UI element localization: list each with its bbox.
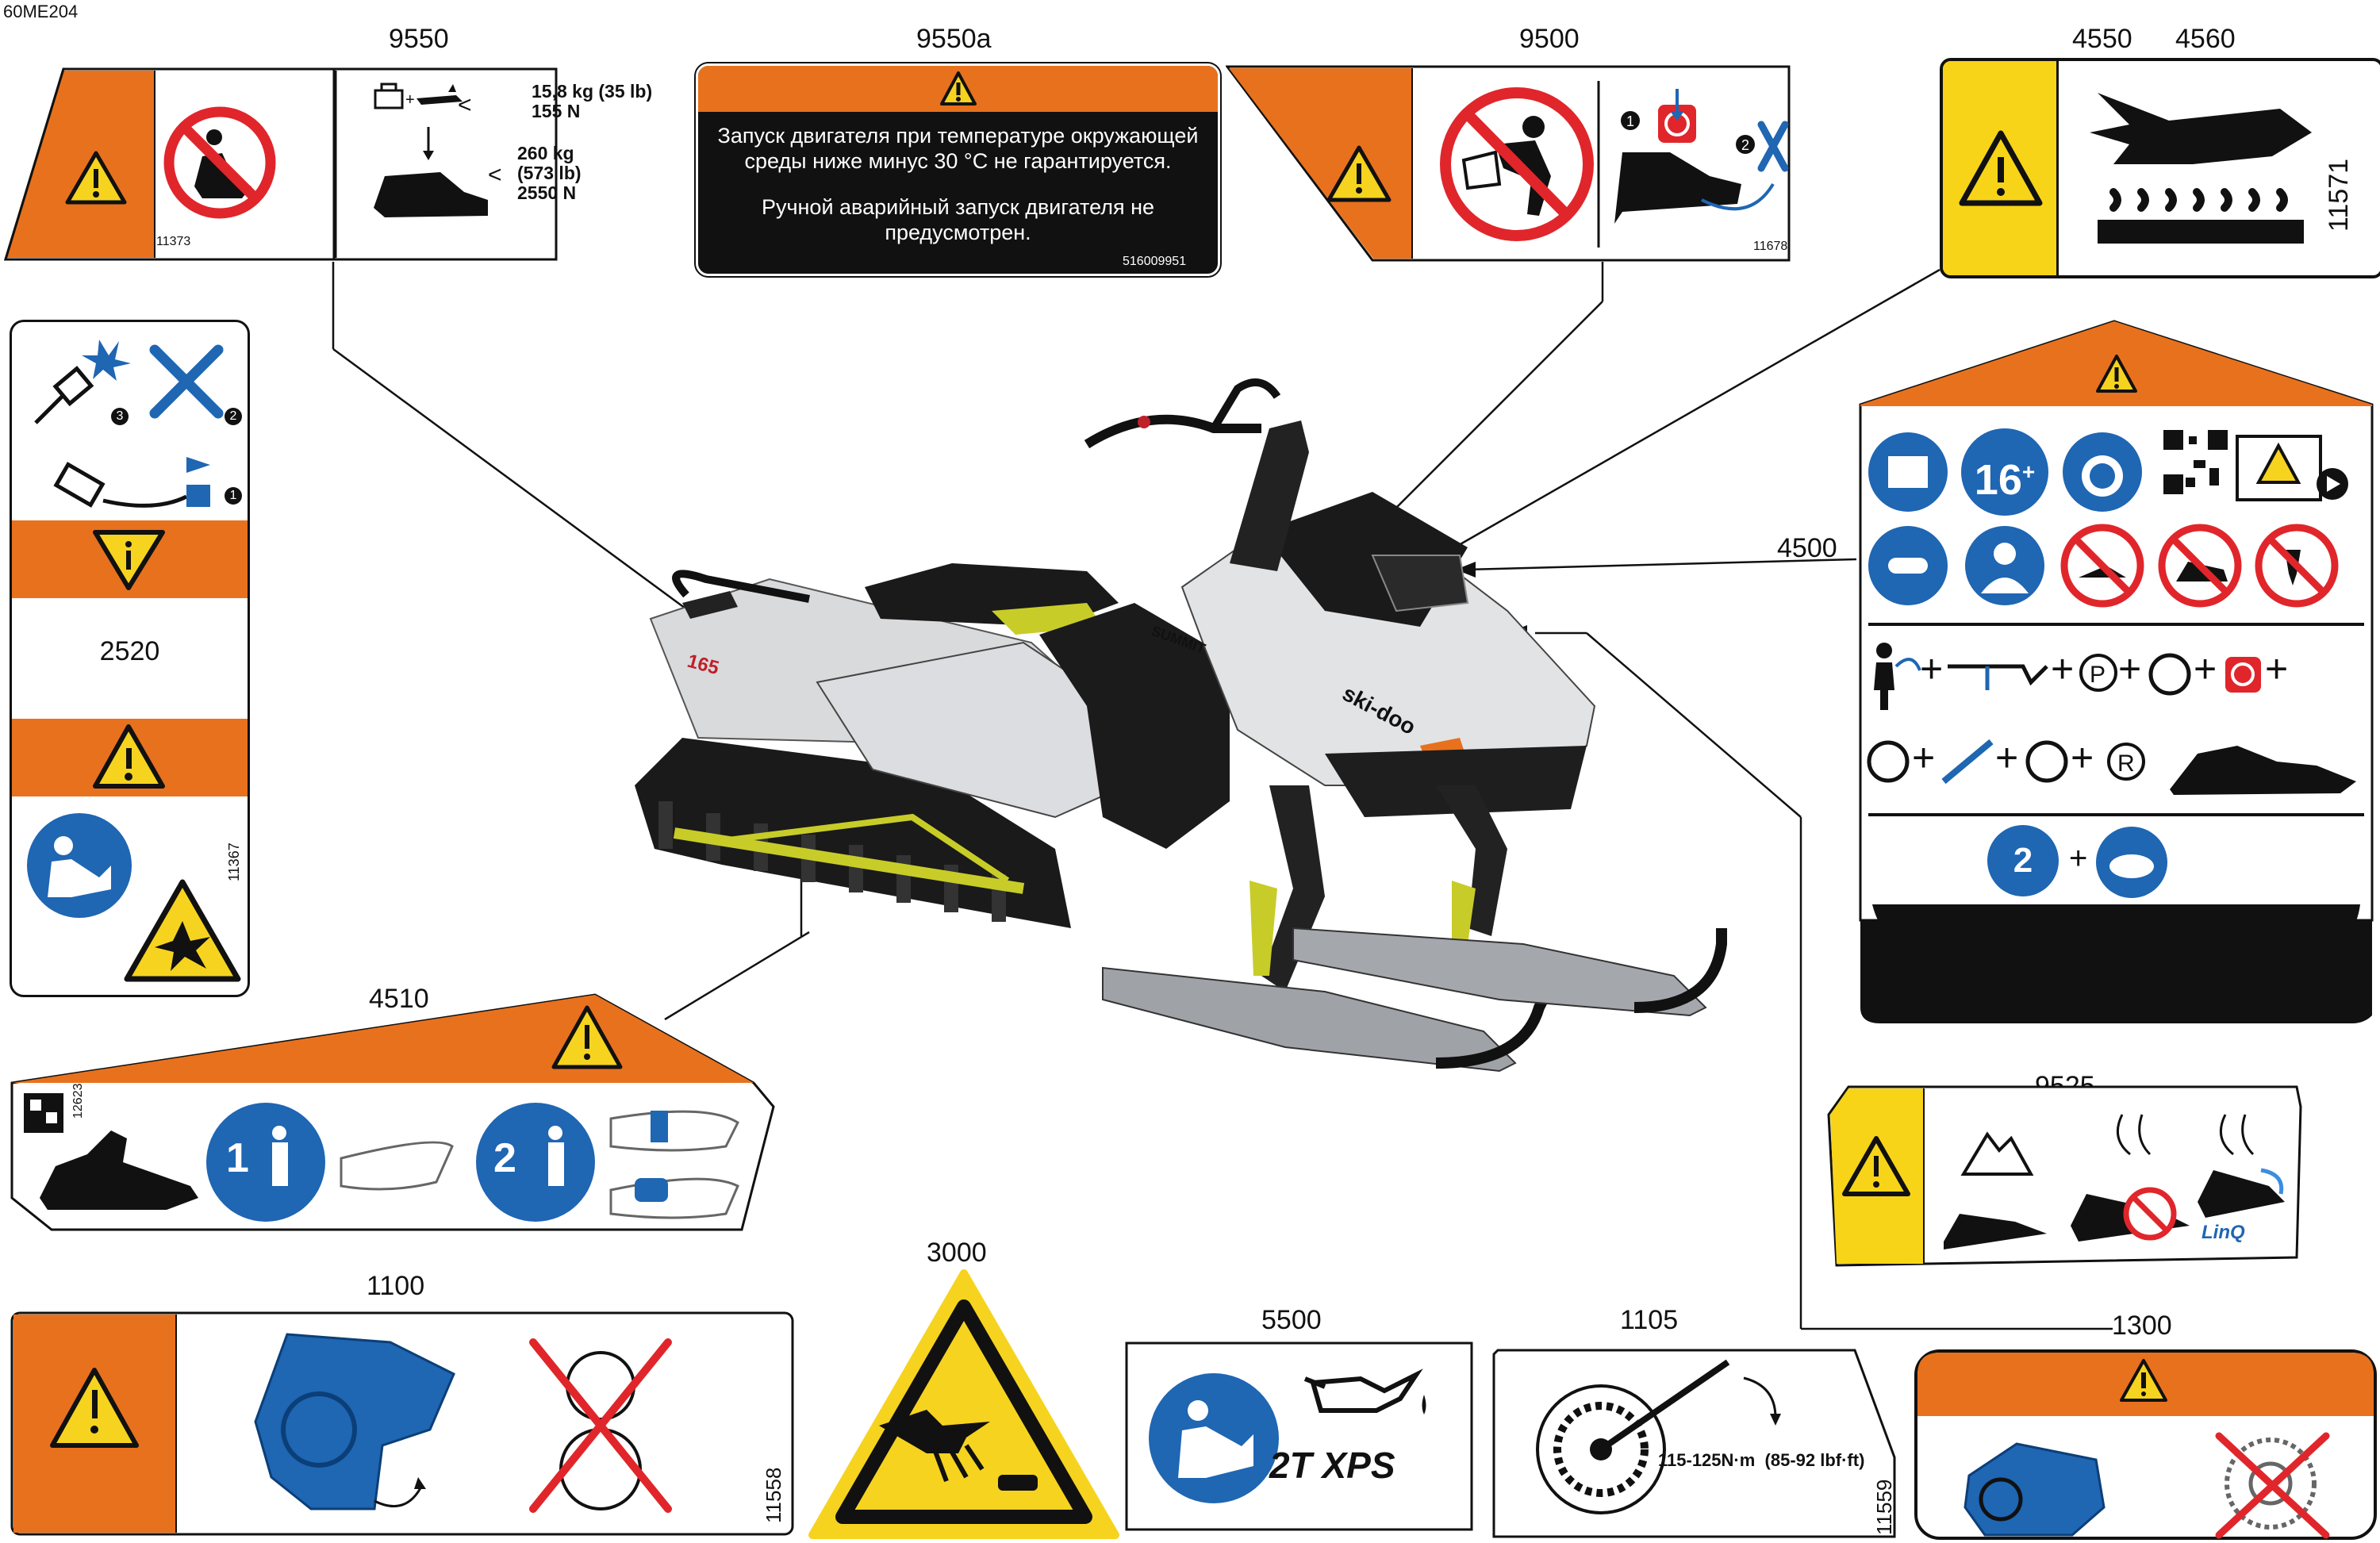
label-1100-id: 11558 [762,1467,785,1523]
qr-code-icon [2162,428,2229,496]
label-9550-load-icons: + < < [374,83,502,217]
start-sequence-row1: + + P + + + [1874,643,2288,710]
callout-4510: 4510 [369,984,429,1014]
age-16-badge: 16+ [1961,428,2048,516]
explosion-hazard-icon [124,879,241,982]
svg-text:P: P [2090,662,2106,688]
svg-text:+: + [2051,647,2074,691]
warning-info-triangle-icon [93,530,165,590]
svg-text:+: + [2118,647,2141,691]
label-1100 [10,1311,794,1536]
label-9550a-id: 516009951 [1123,255,1187,268]
ignition-cable-icon [53,457,210,508]
callout-9550: 9550 [389,24,449,54]
rider-body-icon [1965,526,2044,605]
svg-text:+: + [1995,735,2018,780]
no-passenger-icon [2158,524,2242,608]
label-9525-brand: LinQ [2202,1222,2245,1243]
warning-triangle-icon [93,724,165,789]
label-4510-rider1: 1 [226,1135,249,1181]
svg-text:1: 1 [1626,113,1634,129]
callout-1300: 1300 [2112,1311,2172,1341]
callout-9550a: 9550a [916,24,992,54]
read-manual-icon [1868,432,1948,512]
step-1-marker: 1 [225,487,242,505]
label-9550a-text1: Запуск двигателя при температуре окружаю… [717,124,1199,173]
svg-text:+: + [2194,647,2217,691]
svg-text:+: + [2265,647,2288,691]
warning-triangle-icon [2096,355,2137,393]
tools-icon [149,344,224,419]
page-code: 60ME204 [3,2,79,21]
warning-triangle-icon [1959,130,2043,206]
label-9550a: Запуск двигателя при температуре окружаю… [694,62,1222,278]
label-5500 [1125,1341,1473,1531]
svg-text:+: + [1920,647,1943,691]
label-4500-divider1 [1868,623,2364,626]
label-9550-load2: 260 kg [517,143,574,163]
label-1105-id: 11559 [1872,1479,1896,1535]
svg-text:+: + [1912,735,1935,780]
callout-4550: 4550 [2072,24,2132,54]
hot-surface-hand-icon [2090,93,2312,244]
label-9500-id: 11678 [1753,240,1788,253]
label-4510-id: 12623 [71,1083,85,1119]
label-9500: 1 2 [1226,65,1791,262]
label-4550: 11571 [1940,58,2380,278]
warning-triangle-icon [940,71,977,106]
start-sequence-row2: + + + R [1867,735,2356,795]
label-9550a-text2: Ручной аварийный запуск двигателя не пре… [761,195,1155,244]
svg-text:+: + [405,91,415,109]
label-4500-divider2 [1868,813,2364,816]
snowmobile-illustration: 165 ski-doo SUMMIT [635,378,1727,1073]
svg-text:R: R [2117,750,2135,777]
callout-3000: 3000 [927,1238,987,1268]
read-manual-icon [27,813,132,918]
label-2520: 3 2 1 2520 11367 [10,320,250,997]
label-9525 [1827,1085,2302,1267]
svg-text:<: < [488,162,502,188]
label-3000 [808,1269,1119,1539]
spark-plug-icon [34,340,131,424]
svg-text:<: < [458,92,472,118]
two-riders-badge: 2 [1987,825,2059,896]
info-goggles-icon [1868,526,1948,605]
callout-1100: 1100 [367,1271,425,1301]
label-1105-torque: 115-125N·m (85-92 lbf·ft) [1658,1450,1865,1470]
plus-sign: + [2069,841,2088,876]
video-warning-icon [2236,435,2348,501]
turtle-slow-icon [2096,827,2167,898]
svg-text:2: 2 [1741,137,1749,153]
label-9550-load1: 15,8 kg (35 lb) [532,81,653,102]
callout-9500: 9500 [1519,24,1580,54]
label-1300 [1914,1349,2377,1540]
label-4510 [10,993,775,1231]
label-9550-load2-n: 2550 N [517,182,577,203]
label-9550-load2-lb: (573 lb) [517,163,582,183]
callout-5500: 5500 [1261,1305,1322,1335]
callout-4560: 4560 [2175,24,2236,54]
age-16-value: 16 [1974,456,2022,504]
label-4500: 16+ + + P + + + + + + R 2 + [1856,317,2376,1023]
label-9550-details [176,78,339,240]
label-9550-load1-n: 155 N [532,101,581,121]
svg-text:+: + [2071,735,2094,780]
label-2520-id: 11367 [226,843,242,881]
label-1105 [1492,1349,1896,1538]
label-9550-id: 11373 [156,235,191,248]
step-2-marker: 2 [225,408,242,425]
callout-1105: 1105 [1620,1305,1679,1335]
label-5500-oil: 2T XPS [1269,1445,1395,1486]
no-water-icon [2060,524,2144,608]
step-3-marker: 3 [111,408,129,425]
age-16-plus: + [2021,459,2036,484]
label-4550-id: 11571 [2324,158,2354,232]
callout-2520: 2520 [99,636,160,666]
no-alcohol-icon [2255,524,2339,608]
hearing-protection-icon [2063,432,2142,512]
label-4510-rider2: 2 [493,1135,516,1181]
callout-4500: 4500 [1777,533,1837,563]
